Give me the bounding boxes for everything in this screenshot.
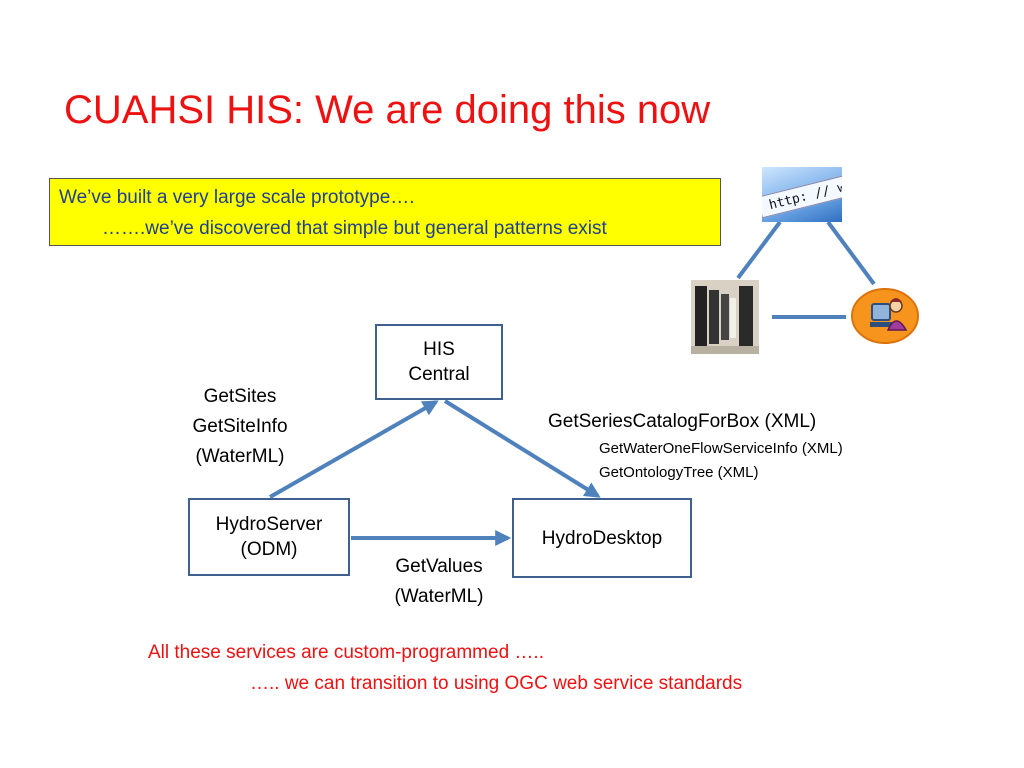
left-services-label: GetSites GetSiteInfo (WaterML) <box>170 382 310 472</box>
waterml-label: (WaterML) <box>195 446 285 467</box>
his-central-label-1: HIS <box>423 339 455 360</box>
getvalues-label: GetValues (WaterML) <box>374 552 504 612</box>
footer-line-1: All these services are custom-programmed… <box>148 642 544 663</box>
getvalues-waterml-text: (WaterML) <box>394 586 484 607</box>
hydroserver-label-1: HydroServer <box>215 514 323 535</box>
note-line-2: …….we’ve discovered that simple but gene… <box>102 218 607 239</box>
getsiteinfo-label: GetSiteInfo <box>192 416 288 437</box>
hydrodesktop-label: HydroDesktop <box>541 527 663 549</box>
slide-title: CUAHSI HIS: We are doing this now <box>64 88 711 132</box>
icon-link-browser-user <box>826 220 876 286</box>
getwateroneflow-label: GetWaterOneFlowServiceInfo (XML) <box>599 440 843 457</box>
getontologytree-label: GetOntologyTree (XML) <box>599 464 759 481</box>
getsites-label: GetSites <box>203 386 277 407</box>
server-room-icon <box>691 280 759 354</box>
highlight-note: We’ve built a very large scale prototype… <box>49 178 721 246</box>
his-central-box: HIS Central <box>375 324 503 400</box>
footer-line-2: ….. we can transition to using OGC web s… <box>250 673 743 694</box>
user-computer-icon <box>850 286 920 344</box>
hydroserver-label-2: (ODM) <box>240 539 298 560</box>
hydrodesktop-box: HydroDesktop <box>512 498 692 578</box>
hydroserver-box: HydroServer (ODM) <box>188 498 350 576</box>
arrow-his-central-to-hydrodesktop <box>443 399 601 498</box>
browser-http-icon: http: // www <box>762 167 842 222</box>
arrow-hydroserver-to-his-central <box>269 400 439 499</box>
note-line-1: We’ve built a very large scale prototype… <box>59 187 415 208</box>
getseriescatalog-label: GetSeriesCatalogForBox (XML) <box>548 411 817 432</box>
getvalues-text: GetValues <box>395 556 483 577</box>
icon-link-browser-server <box>736 220 782 280</box>
his-central-label-2: Central <box>408 364 470 385</box>
